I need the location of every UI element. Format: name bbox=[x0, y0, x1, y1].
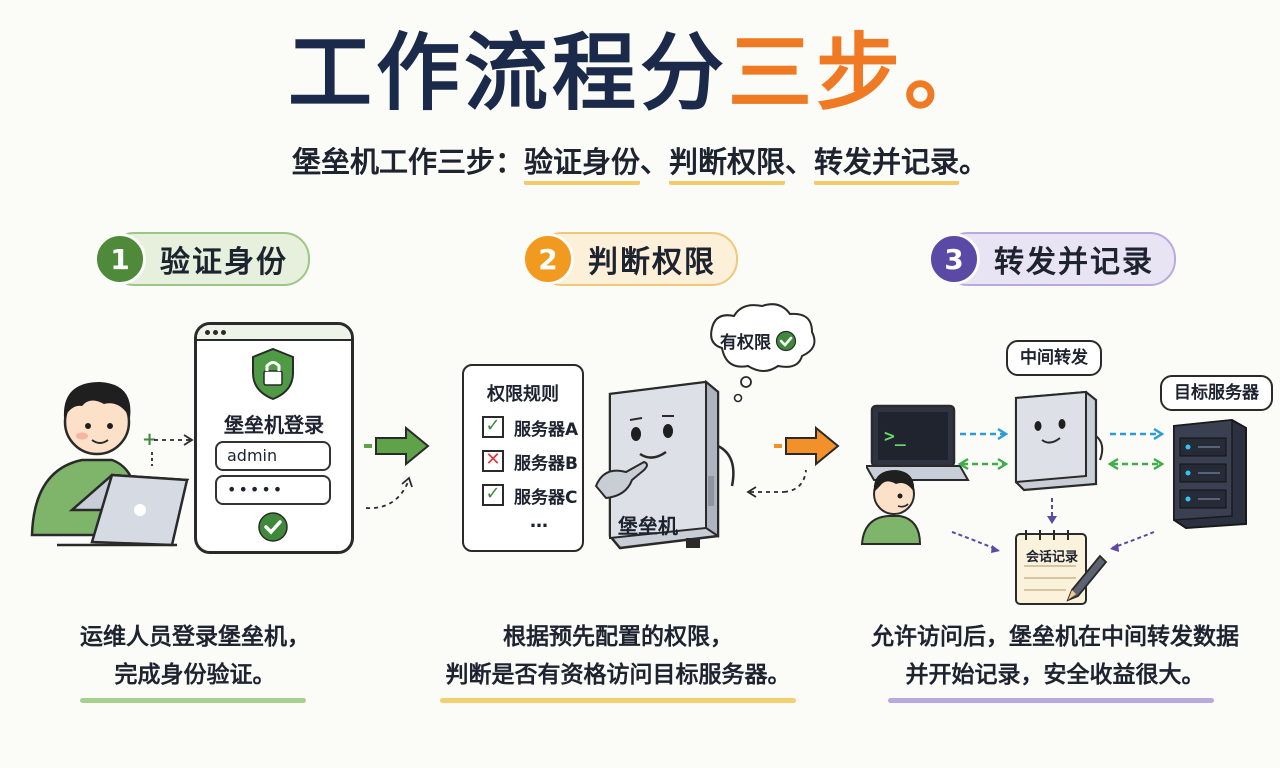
page-title: 工作流程分三步。 bbox=[0, 18, 1280, 128]
rules-title: 权限规则 bbox=[487, 384, 559, 405]
cross-icon: ✕ bbox=[482, 450, 504, 472]
arrow-right-icon bbox=[364, 425, 430, 509]
title-main: 工作流程分 bbox=[287, 24, 728, 122]
check-circle-icon bbox=[775, 330, 797, 351]
arrow-right-icon bbox=[746, 425, 840, 498]
step-1-underline bbox=[80, 698, 306, 703]
shield-lock-icon bbox=[252, 347, 294, 401]
phone-status-bar bbox=[197, 325, 351, 341]
subtitle-part-3: 转发并记录 bbox=[814, 145, 960, 185]
svg-text:+: + bbox=[142, 429, 157, 450]
terminal-icon: >_ bbox=[866, 404, 970, 481]
thought-label: 有权限 bbox=[720, 333, 771, 353]
thought-text: 有权限 bbox=[720, 328, 797, 353]
device-label: 堡垒机 bbox=[618, 514, 678, 538]
step-3-caption: 允许访问后，堡垒机在中间转发数据 并开始记录，安全收益很大。 bbox=[850, 618, 1260, 694]
small-person-illustration bbox=[860, 470, 922, 545]
notepad-pen-icon bbox=[1015, 530, 1108, 605]
target-bubble: 目标服务器 bbox=[1160, 375, 1273, 411]
step-3-label: 转发并记录 bbox=[994, 245, 1154, 280]
caption-line: 允许访问后，堡垒机在中间转发数据 bbox=[871, 624, 1239, 650]
forwarding-arrows bbox=[957, 427, 1165, 471]
step-2-label: 判断权限 bbox=[588, 245, 716, 280]
step-2-underline bbox=[440, 698, 796, 703]
subtitle-sep-2: 、 bbox=[785, 145, 815, 179]
login-title: 堡垒机登录 bbox=[224, 413, 324, 437]
username-field[interactable]: admin bbox=[215, 441, 331, 471]
step-1-label: 验证身份 bbox=[160, 245, 288, 280]
rule-name: 服务器C bbox=[514, 487, 578, 508]
relay-bastion-character bbox=[1014, 390, 1104, 492]
check-icon: ✓ bbox=[482, 416, 504, 438]
rule-item: ✕ 服务器B bbox=[482, 444, 582, 478]
bastion-device-character bbox=[594, 379, 735, 550]
subtitle-sep-1: 、 bbox=[639, 145, 669, 179]
check-circle-icon[interactable] bbox=[257, 511, 289, 543]
caption-line: 并开始记录，安全收益很大。 bbox=[905, 662, 1205, 688]
step-2-caption: 根据预先配置的权限， 判断是否有资格访问目标服务器。 bbox=[418, 618, 818, 694]
rule-item: ✓ 服务器A bbox=[482, 410, 582, 444]
log-label: 会话记录 bbox=[1026, 550, 1079, 565]
step-1-pill: 1 验证身份 bbox=[94, 232, 310, 286]
caption-line: 运维人员登录堡垒机， bbox=[80, 624, 310, 650]
rules-more: … bbox=[530, 511, 548, 532]
step-2-pill: 2 判断权限 bbox=[522, 232, 738, 286]
rule-name: 服务器B bbox=[514, 453, 578, 474]
subtitle-part-1: 验证身份 bbox=[523, 145, 640, 185]
step-1-caption: 运维人员登录堡垒机， 完成身份验证。 bbox=[40, 618, 350, 694]
caption-line: 完成身份验证。 bbox=[114, 662, 276, 688]
title-accent: 三步。 bbox=[728, 24, 993, 122]
step-3-underline bbox=[888, 698, 1214, 703]
thought-cloud bbox=[710, 303, 816, 403]
rule-item: ✓ 服务器C bbox=[482, 478, 582, 512]
step-3-number: 3 bbox=[928, 233, 980, 285]
rule-name: 服务器A bbox=[514, 419, 579, 440]
subtitle-part-2: 判断权限 bbox=[668, 145, 785, 185]
login-phone: 堡垒机登录 admin ••••• bbox=[194, 322, 354, 554]
caption-line: 根据预先配置的权限， bbox=[503, 624, 733, 650]
subtitle-end: 。 bbox=[959, 145, 989, 179]
subtitle-lead: 堡垒机工作三步： bbox=[291, 145, 524, 179]
rules-card: 权限规则 ✓ 服务器A ✕ 服务器B ✓ 服务器C … bbox=[462, 364, 584, 552]
server-rack-icon bbox=[1173, 418, 1247, 530]
subtitle: 堡垒机工作三步：验证身份、判断权限、转发并记录。 bbox=[0, 140, 1280, 185]
check-icon: ✓ bbox=[482, 484, 504, 506]
terminal-prompt: >_ bbox=[884, 426, 906, 447]
log-arrows bbox=[951, 498, 1155, 553]
step-3-pill: 3 转发并记录 bbox=[928, 232, 1176, 286]
password-field[interactable]: ••••• bbox=[215, 475, 331, 505]
step-1-number: 1 bbox=[94, 233, 146, 285]
caption-line: 判断是否有资格访问目标服务器。 bbox=[445, 662, 791, 688]
step-2-number: 2 bbox=[522, 233, 574, 285]
operator-person-illustration: + bbox=[30, 382, 194, 547]
relay-bubble: 中间转发 bbox=[1006, 340, 1102, 376]
